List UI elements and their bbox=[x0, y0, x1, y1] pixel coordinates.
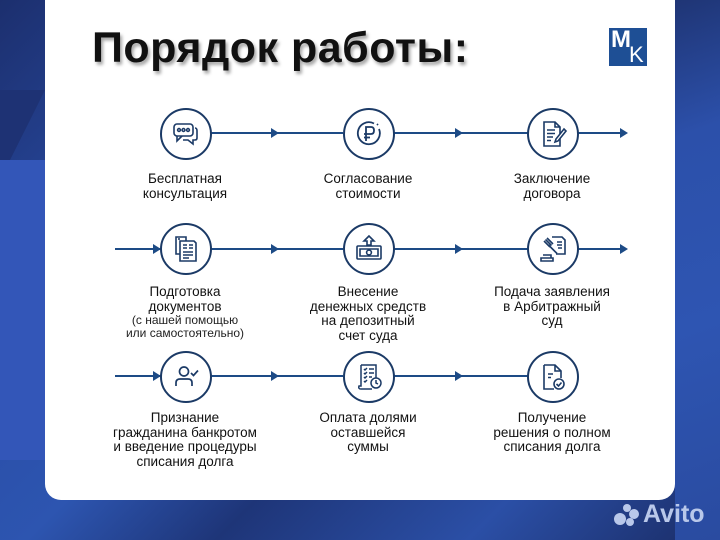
step-4-circle bbox=[160, 223, 212, 275]
step-8-label: Оплата долями оставшейся суммы bbox=[319, 410, 417, 454]
page-title: Порядок работы: bbox=[92, 24, 469, 72]
step-7-label: Признание гражданина банкротом и введени… bbox=[113, 410, 257, 469]
user-check-icon bbox=[175, 366, 199, 386]
schedule-list-icon bbox=[358, 364, 382, 390]
document-approved-icon bbox=[543, 364, 565, 390]
step-7-circle bbox=[160, 351, 212, 403]
flow-line bbox=[115, 248, 161, 250]
money-deposit-icon bbox=[356, 234, 382, 260]
arrow-icon bbox=[455, 371, 463, 381]
step-3-label: Заключение договора bbox=[513, 171, 591, 201]
avito-dots-icon bbox=[614, 503, 640, 527]
flow-line bbox=[578, 132, 622, 134]
chat-bubbles-icon bbox=[173, 123, 198, 146]
arrow-icon bbox=[620, 244, 628, 254]
arrow-icon bbox=[620, 128, 628, 138]
step-4-label: Подготовка документов (с нашей помощью и… bbox=[85, 284, 285, 340]
logo-letter-k: K bbox=[629, 42, 644, 67]
flow-line bbox=[115, 375, 161, 377]
arrow-icon bbox=[455, 128, 463, 138]
step-8-circle bbox=[343, 351, 395, 403]
step-4-note: (с нашей помощью bbox=[131, 313, 239, 327]
step-5-circle bbox=[343, 223, 395, 275]
documents-stack-icon bbox=[175, 236, 197, 262]
step-1-label: Бесплатная консультация bbox=[142, 171, 228, 201]
avito-text: Avito bbox=[643, 500, 705, 528]
background-shape bbox=[0, 160, 45, 460]
step-5-label: Внесение денежных средств на депозитный … bbox=[309, 284, 427, 343]
step-1-circle bbox=[160, 108, 212, 160]
ruble-coin-icon bbox=[357, 121, 381, 146]
arrow-icon bbox=[271, 371, 279, 381]
step-6-circle bbox=[527, 223, 579, 275]
background-shape bbox=[675, 0, 720, 540]
step-2-label: Согласование стоимости bbox=[323, 171, 413, 201]
step-9-label: Получение решения о полном списания долг… bbox=[493, 410, 611, 454]
step-9-circle bbox=[527, 351, 579, 403]
step-2-circle bbox=[343, 108, 395, 160]
avito-watermark: Avito bbox=[614, 500, 705, 529]
company-logo: M K bbox=[609, 26, 647, 67]
logo-letter-m: M bbox=[611, 26, 631, 53]
flow-line bbox=[578, 248, 622, 250]
gavel-icon bbox=[540, 236, 566, 262]
arrow-icon bbox=[271, 128, 279, 138]
document-sign-icon bbox=[543, 121, 568, 147]
step-3-circle bbox=[527, 108, 579, 160]
arrow-icon bbox=[271, 244, 279, 254]
step-6-label: Подача заявления в Арбитражный суд bbox=[494, 284, 610, 328]
arrow-icon bbox=[153, 371, 161, 381]
arrow-icon bbox=[153, 244, 161, 254]
arrow-icon bbox=[455, 244, 463, 254]
